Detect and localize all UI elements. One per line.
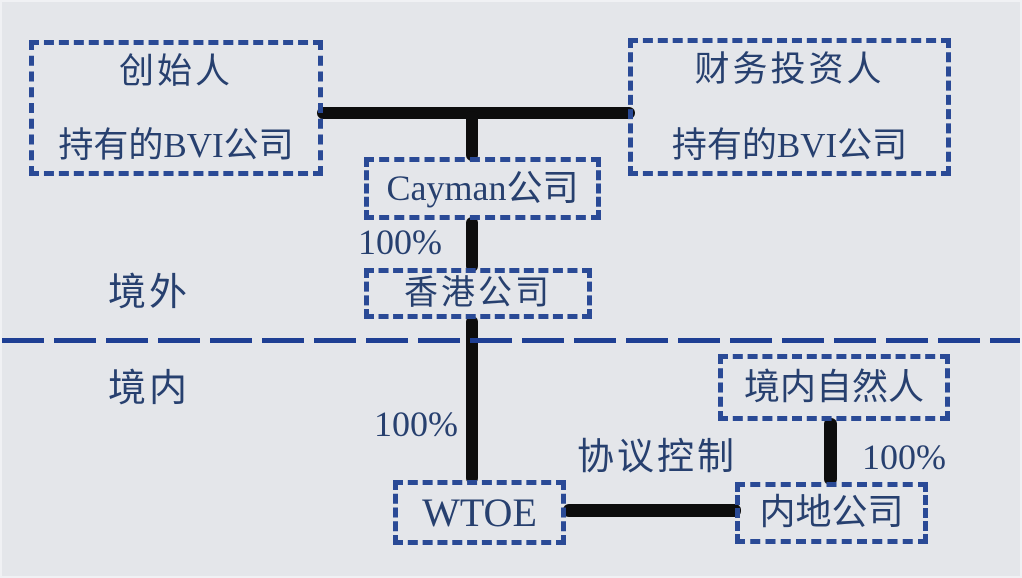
founder-bvi-box: 创始人 持有的BVI公司 <box>29 40 323 176</box>
hongkong-wtoe-percent-label: 100% <box>374 404 458 444</box>
founder-bvi-line2: 持有的BVI公司 <box>58 125 294 165</box>
contract-control-label: 协议控制 <box>577 437 737 478</box>
connector-wtoe-to-mainland-horizontal <box>563 504 741 517</box>
cayman-company-label: Cayman公司 <box>386 167 579 208</box>
onshore-label: 境内 <box>108 368 191 410</box>
hongkong-company-label: 香港公司 <box>404 274 552 312</box>
investor-bvi-box: 财务投资人 持有的BVI公司 <box>628 38 951 176</box>
mainland-company-box: 内地公司 <box>735 482 928 544</box>
investor-bvi-line1: 财务投资人 <box>694 50 885 89</box>
mainland-company-label: 内地公司 <box>759 492 904 533</box>
cayman-company-box: Cayman公司 <box>364 157 601 220</box>
wtoe-box: WTOE <box>393 480 566 545</box>
hongkong-company-box: 香港公司 <box>364 268 592 319</box>
offshore-onshore-divider <box>2 338 1020 343</box>
person-mainland-percent-label: 100% <box>862 437 946 477</box>
cayman-hongkong-percent-label: 100% <box>358 222 442 262</box>
offshore-label: 境外 <box>108 272 191 314</box>
connector-hongkong-to-wtoe-vertical <box>466 316 478 484</box>
investor-bvi-line2: 持有的BVI公司 <box>671 125 908 165</box>
connector-joint-to-cayman-vertical <box>466 111 478 161</box>
domestic-person-label: 境内自然人 <box>743 366 924 407</box>
connector-cayman-to-hongkong-vertical <box>466 217 478 272</box>
wtoe-label: WTOE <box>422 489 537 535</box>
connector-person-to-mainland-vertical <box>824 418 837 485</box>
domestic-person-box: 境内自然人 <box>718 354 950 421</box>
founder-bvi-line1: 创始人 <box>118 52 233 91</box>
